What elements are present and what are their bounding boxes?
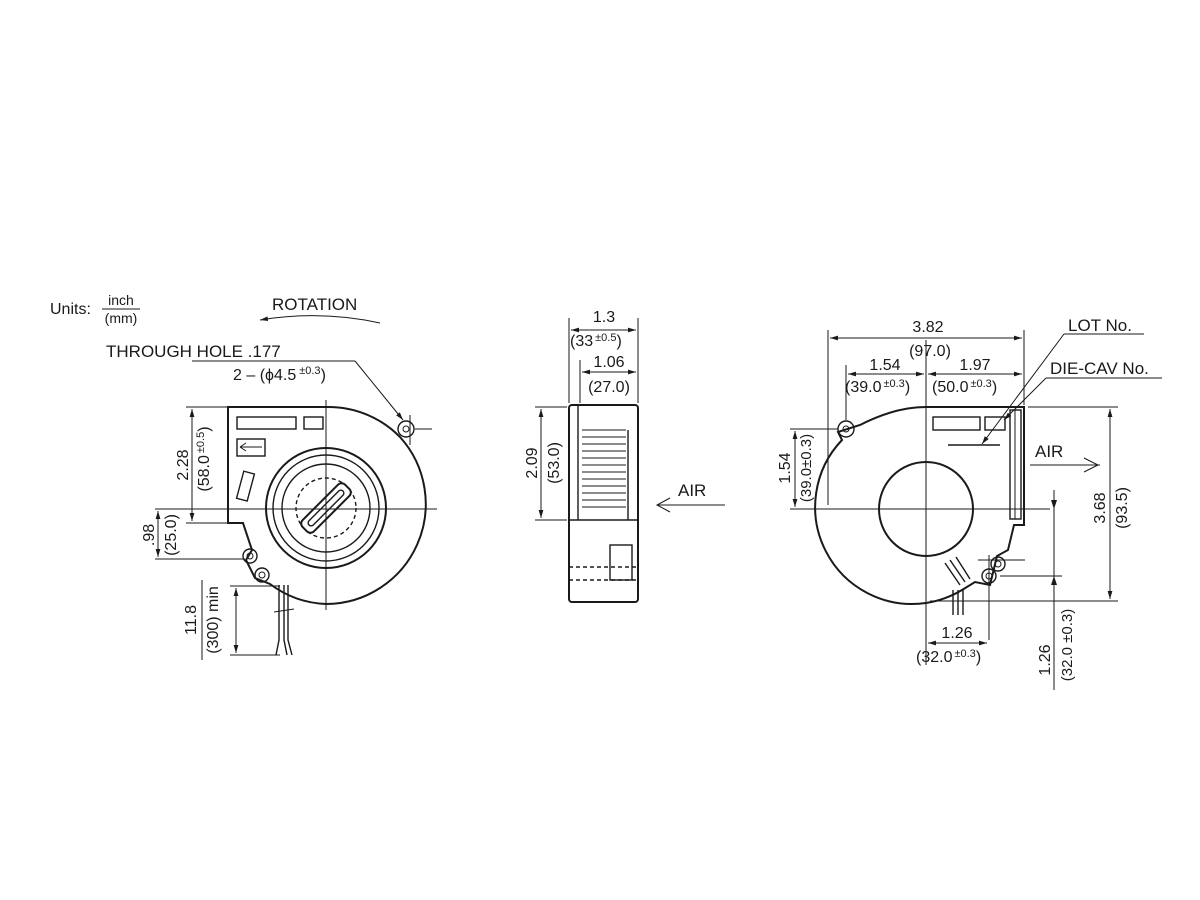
air-label: AIR: [1035, 442, 1063, 461]
rotation-label: ROTATION: [272, 295, 357, 314]
dim-right-inch: 1.97: [959, 357, 990, 374]
units-label: Units:: [50, 301, 91, 318]
dim-vert-left-inch: 1.54: [777, 452, 794, 483]
dim-height-inch: 2.28: [175, 449, 192, 480]
dim-total-mm: (97.0): [909, 343, 951, 360]
units-numerator: inch: [108, 292, 134, 308]
units-legend: Units: inch (mm): [50, 292, 140, 326]
air-arrow-icon: [655, 497, 671, 513]
back-view: 3.82 (97.0) 1.54 (39.0±0.3) 1.97 (50.0±0…: [777, 316, 1162, 690]
dim-total-inch: 3.82: [912, 319, 943, 336]
dim-width-inch: 1.3: [593, 309, 615, 326]
dim-height-mm: (93.5): [1114, 487, 1131, 529]
rotation-label-plate: [236, 438, 266, 457]
dim-offset-inch: .98: [141, 524, 158, 546]
dim-inner-inch: 1.06: [593, 354, 624, 371]
front-view: ROTATION THROUGH HOLE .177 2 – (ϕ4.5±0.3…: [106, 295, 437, 660]
dim-right-mm: (50.0±0.3): [932, 378, 997, 396]
dim-left-inch: 1.54: [869, 357, 900, 374]
dim-vert-left-mm: (39.0±0.3): [798, 434, 815, 502]
dim-offset-mm: (25.0): [163, 514, 180, 556]
through-hole-label: THROUGH HOLE .177: [106, 342, 281, 361]
dim-hole-v-inch: 1.26: [1037, 644, 1054, 675]
lot-number-label: LOT No.: [1068, 316, 1132, 335]
lead-wires: [275, 585, 293, 656]
dim-hole-h-mm: (32.0±0.3): [916, 648, 981, 666]
lead-length-mm: (300) min: [205, 586, 222, 654]
dim-width-mm: (33±0.5): [570, 332, 622, 350]
dim-height-inch: 2.09: [524, 447, 541, 478]
dim-hole-h-inch: 1.26: [941, 625, 972, 642]
air-label: AIR: [678, 481, 706, 500]
side-view: 1.3 (33±0.5) 1.06 (27.0) 2.09 (53.0) AIR: [524, 309, 725, 603]
units-denominator: (mm): [105, 310, 138, 326]
dim-height-mm: (58.0±0.5): [195, 426, 213, 491]
air-arrow-icon: [1083, 457, 1100, 473]
dim-hole-v-mm: (32.0 ±0.3): [1059, 609, 1076, 681]
through-hole-spec: 2 – (ϕ4.5±0.3): [233, 365, 326, 384]
rotation-arrow-icon: [259, 315, 381, 324]
dim-height-inch: 3.68: [1092, 492, 1109, 523]
lead-length-inch: 11.8: [183, 605, 200, 635]
dim-left-mm: (39.0±0.3): [845, 378, 910, 396]
die-cav-label: DIE-CAV No.: [1050, 359, 1149, 378]
dim-height-mm: (53.0): [546, 442, 563, 484]
dim-inner-mm: (27.0): [588, 379, 630, 396]
